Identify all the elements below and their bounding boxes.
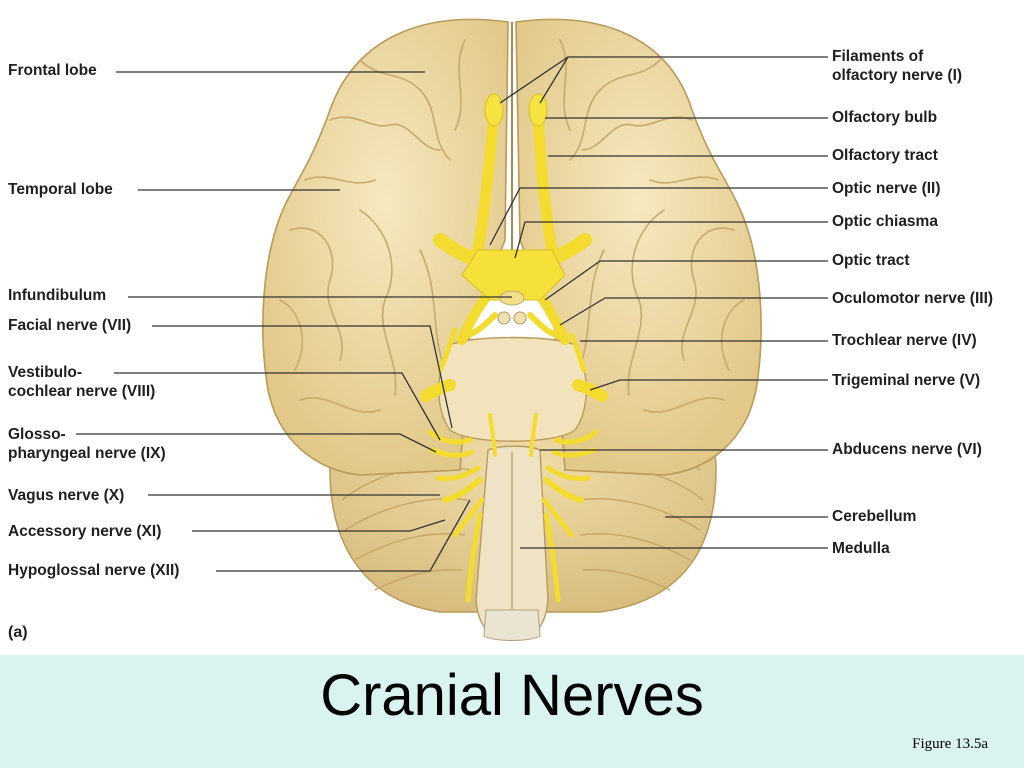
label-optic-nerve: Optic nerve (II): [832, 180, 941, 197]
title-band: [0, 655, 1024, 768]
label-optic-chiasma: Optic chiasma: [832, 213, 938, 230]
label-oculomotor-nerve: Oculomotor nerve (III): [832, 290, 994, 307]
panel-letter: (a): [8, 624, 28, 641]
label-filaments-olfactory: Filaments of olfactory nerve (I): [832, 48, 963, 84]
label-abducens-nerve: Abducens nerve (VI): [832, 441, 982, 458]
optic-chiasma-shape: [461, 249, 566, 301]
label-optic-tract: Optic tract: [832, 252, 910, 269]
label-hypoglossal-nerve: Hypoglossal nerve (XII): [8, 562, 180, 579]
label-medulla: Medulla: [832, 540, 890, 557]
spinal-cord-stump: [483, 609, 541, 641]
cranial-nerve-figure: Frontal lobe Temporal lobe Infundibulum …: [8, 18, 994, 641]
label-olfactory-tract: Olfactory tract: [832, 147, 938, 164]
mammillary-body-right: [513, 311, 527, 325]
label-facial-nerve: Facial nerve (VII): [8, 317, 132, 334]
label-infundibulum: Infundibulum: [8, 287, 107, 304]
olfactory-bulb-left: [484, 93, 504, 127]
label-vestibulocochlear-nerve: Vestibulo- cochlear nerve (VIII): [8, 364, 156, 400]
label-accessory-nerve: Accessory nerve (XI): [8, 523, 162, 540]
leader-lines: [76, 56, 828, 572]
figure-reference: Figure 13.5a: [912, 736, 988, 752]
brain-illustration: [76, 18, 828, 641]
olfactory-bulb-right: [528, 93, 548, 127]
label-vagus-nerve: Vagus nerve (X): [8, 487, 125, 504]
label-trigeminal-nerve: Trigeminal nerve (V): [832, 372, 981, 389]
label-cerebellum: Cerebellum: [832, 508, 917, 525]
label-olfactory-bulb: Olfactory bulb: [832, 109, 938, 126]
infundibulum-shape: [499, 290, 525, 306]
pons-shape: [438, 336, 587, 442]
label-frontal-lobe: Frontal lobe: [8, 62, 97, 79]
label-temporal-lobe: Temporal lobe: [8, 181, 113, 198]
label-trochlear-nerve: Trochlear nerve (IV): [832, 332, 977, 349]
mammillary-body-left: [497, 311, 511, 325]
label-glossopharyngeal-nerve: Glosso- pharyngeal nerve (IX): [8, 426, 166, 462]
gyri-lines: [279, 39, 745, 413]
slide-title: Cranial Nerves: [320, 663, 704, 728]
